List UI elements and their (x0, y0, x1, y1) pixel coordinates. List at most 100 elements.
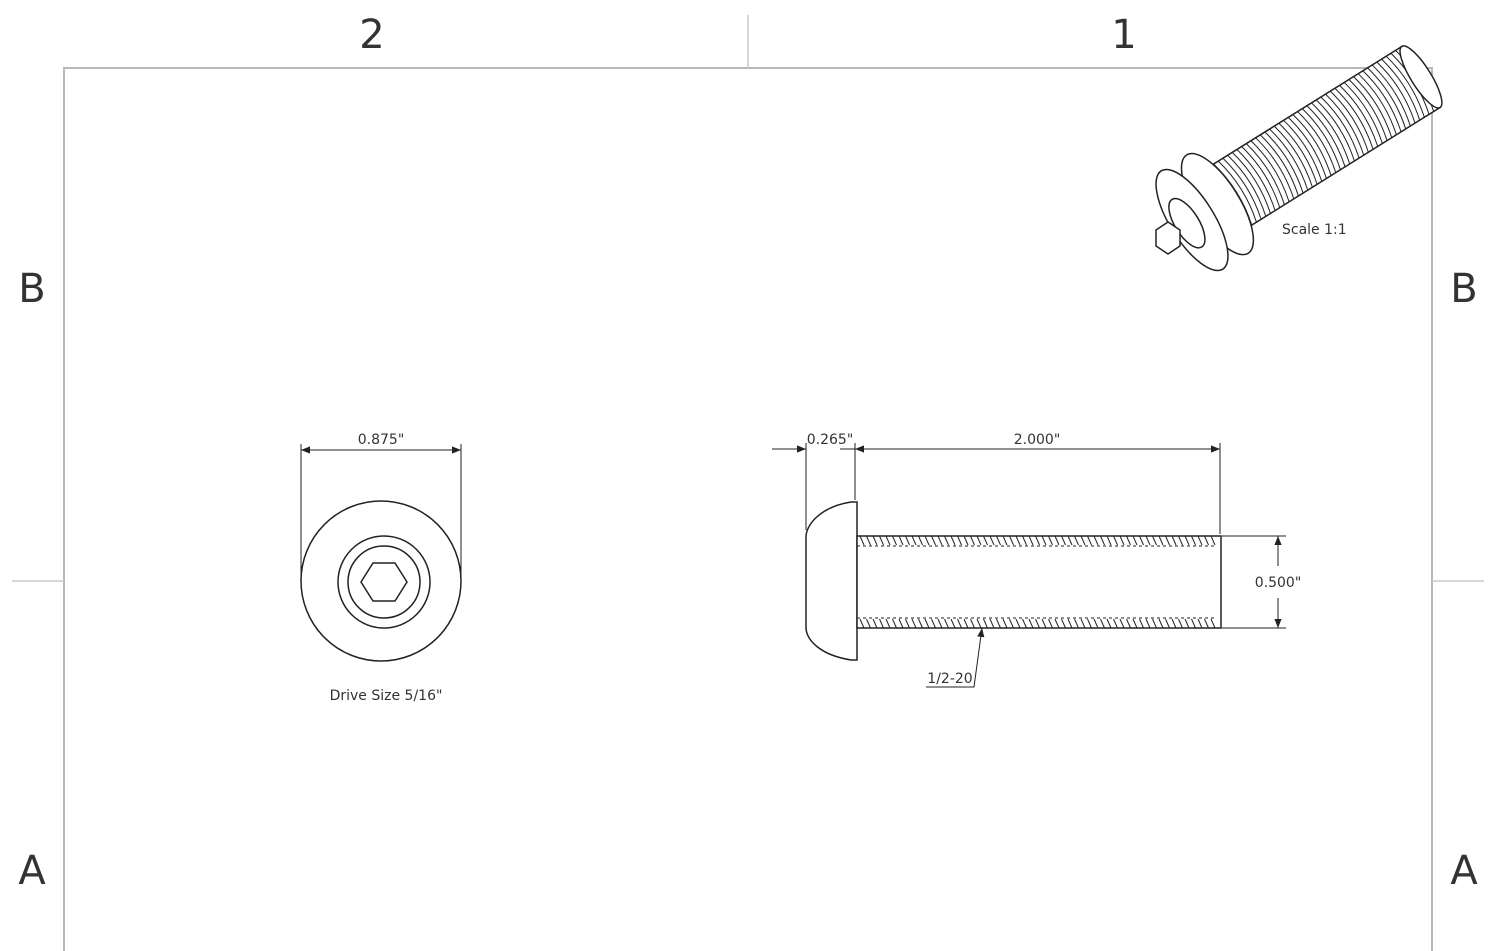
thread-crest (1191, 535, 1196, 546)
thread-crest (1184, 535, 1190, 546)
button-head (805, 501, 858, 661)
scale-label: Scale 1:1 (1282, 222, 1347, 238)
thread-crest (1041, 535, 1047, 546)
thread-crest (879, 618, 884, 629)
thread-crest (1041, 618, 1047, 629)
sheet-frame (12, 15, 1484, 951)
thread-crest (1165, 618, 1170, 629)
iso-shank-end (1399, 45, 1443, 109)
thread-crest (1093, 618, 1099, 629)
thread-crest (944, 535, 949, 546)
thread-crest (1204, 535, 1209, 546)
thread-crest (918, 535, 923, 546)
thread-crest (1054, 535, 1060, 546)
thread-crest (898, 535, 904, 546)
thread-crest (1100, 618, 1105, 629)
zone-label-b-right: B (1450, 266, 1477, 312)
iso-thread-ring (1255, 137, 1295, 200)
thread-crest (1080, 535, 1086, 546)
iso-thread-ring (1348, 79, 1388, 141)
zone-label-1: 1 (1111, 12, 1136, 58)
thread-crest (1028, 618, 1034, 629)
iso-thread-ring (1339, 84, 1379, 147)
thread-crest (989, 618, 995, 629)
iso-thread-ring (1236, 149, 1276, 211)
side-threads (857, 535, 1216, 629)
thread-crest (1197, 535, 1203, 546)
iso-thread-ring (1264, 131, 1304, 194)
iso-thread-ring (1315, 99, 1355, 162)
iso-thread-ring (1273, 125, 1313, 188)
iso-thread-ring (1329, 90, 1369, 153)
thread-crest (1015, 618, 1021, 629)
thread-crest (859, 535, 865, 546)
zone-label-a-left: A (18, 848, 46, 894)
thread-crest (872, 535, 878, 546)
iso-head-back (1180, 152, 1255, 256)
zone-label-a-right: A (1450, 848, 1478, 894)
thread-crest (937, 618, 943, 629)
threaded-shank (856, 535, 1222, 629)
iso-thread-ring (1301, 108, 1341, 170)
thread-crest (1119, 535, 1125, 546)
iso-thread-ring (1320, 96, 1360, 159)
iso-thread-ring (1357, 73, 1397, 135)
thread-crest (1074, 618, 1079, 629)
length-dimension-label: 2.000" (1014, 432, 1061, 448)
thread-crest (885, 535, 891, 546)
thread-crest (1171, 618, 1177, 629)
thread-diameter-dimension-label: 0.500" (1255, 575, 1302, 591)
iso-thread-ring (1231, 152, 1271, 214)
thread-crest (1009, 535, 1014, 546)
iso-thread-ring (1283, 119, 1323, 182)
thread-crest (1067, 618, 1073, 629)
thread-crest (1165, 535, 1170, 546)
thread-crest (885, 618, 891, 629)
thread-crest (1178, 535, 1183, 546)
iso-thread-ring (1292, 114, 1332, 176)
thread-crest (1022, 535, 1027, 546)
thread-crest (918, 618, 923, 629)
iso-thread-ring (1385, 55, 1425, 118)
thread-crest (879, 535, 884, 546)
iso-thread-ring (1287, 117, 1327, 179)
iso-thread-ring (1325, 93, 1365, 156)
thread-crest (1028, 535, 1034, 546)
thread-callout-label: 1/2-20 (927, 671, 972, 687)
iso-hex-socket-icon (1155, 221, 1181, 255)
thread-crest (1054, 618, 1060, 629)
thread-crest (1035, 618, 1040, 629)
thread-crest (989, 535, 995, 546)
thread-crest (1087, 535, 1092, 546)
drive-size-label: Drive Size 5/16" (330, 688, 443, 704)
thread-crest (1022, 618, 1027, 629)
thread-crest (1126, 618, 1131, 629)
head-height-dimension-label: 0.265" (807, 432, 854, 448)
iso-thread-ring (1362, 70, 1402, 132)
iso-thread-ring (1371, 64, 1411, 127)
thread-crest (892, 618, 897, 629)
thread-crest (866, 618, 871, 629)
thread-crest (1048, 618, 1053, 629)
thread-crest (1126, 535, 1131, 546)
thread-crest (911, 535, 917, 546)
thread-crest (1061, 535, 1066, 546)
thread-crest (963, 618, 969, 629)
thread-crest (1210, 535, 1216, 546)
thread-crest (957, 535, 962, 546)
thread-crest (1210, 618, 1216, 629)
thread-crest (866, 535, 871, 546)
thread-crest (1139, 535, 1144, 546)
thread-crest (1061, 618, 1066, 629)
thread-crest (859, 618, 865, 629)
thread-crest (1171, 535, 1177, 546)
iso-thread-ring (1227, 154, 1267, 217)
hex-socket-icon (360, 562, 408, 602)
thread-crest (1158, 535, 1164, 546)
thread-crest (1139, 618, 1144, 629)
iso-thread-ring (1311, 102, 1351, 165)
thread-crest (1132, 535, 1138, 546)
thread-crest (1152, 535, 1157, 546)
iso-thread-ring (1259, 134, 1299, 197)
